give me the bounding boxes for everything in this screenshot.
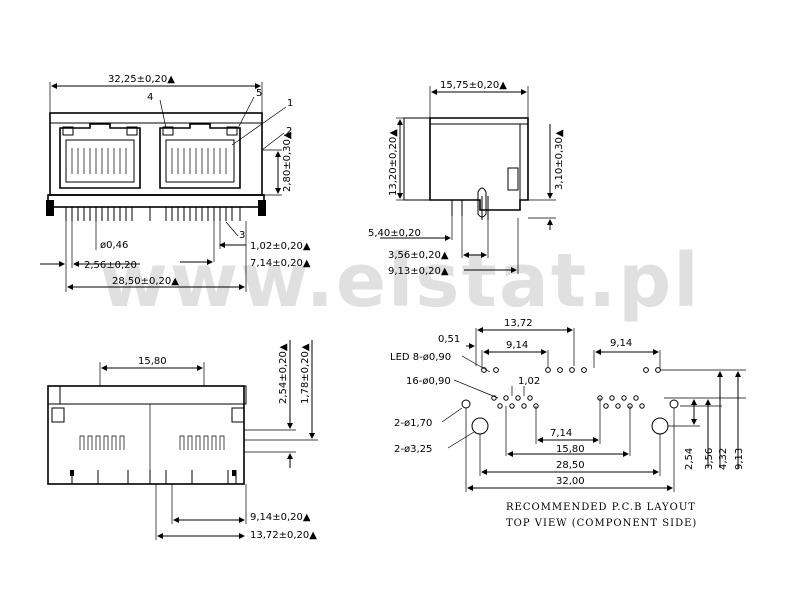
pcb-note-line2: TOP VIEW (COMPONENT SIDE) — [506, 518, 698, 529]
pcb-note-line1: RECOMMENDED P.C.B LAYOUT — [506, 502, 696, 513]
dim-pcb-pitch: 1,02 — [518, 376, 540, 387]
dim-pcb-top-span: 13,72 — [504, 318, 533, 329]
bottom-view: 15,80 2,54±0,20▲ 1,78±0,20▲ 9,14±0,20▲ 1… — [47, 340, 318, 541]
label-hole-small: 2-ø1,70 — [394, 418, 432, 429]
dim-pcb-pitch-right: 9,14 — [610, 338, 632, 349]
dim-pin-dia: ø0,46 — [100, 240, 128, 251]
dim-side-standoff: 3,10±0,30▲ — [554, 129, 565, 190]
dim-pin-span: 28,50±0,20▲ — [112, 276, 179, 287]
dim-pcb-pitch-left: 9,14 — [506, 340, 528, 351]
dim-front-height-part: 2,80±0,30▲ — [282, 131, 293, 192]
dim-pcb-v254: 2,54 — [684, 448, 695, 470]
dim-side-height: 13,20±0,20▲ — [388, 129, 399, 196]
jack-port-left — [59, 123, 141, 189]
dim-bottom-h-b: 1,78±0,20▲ — [300, 343, 311, 404]
callout-2: 2 — [286, 126, 292, 137]
dim-pcb-mid: 7,14 — [550, 428, 572, 439]
dim-pcb-v913: 9,13 — [734, 448, 745, 470]
front-view: 32,25±0,20▲ 4 5 1 2 3 2,80±0,30▲ ø0,46 1… — [40, 74, 311, 292]
dim-bottom-w-a: 9,14±0,20▲ — [250, 512, 311, 523]
dim-pcb-small: 0,51 — [438, 334, 460, 345]
jack-port-right — [159, 123, 241, 189]
pcb-layout: 13,72 0,51 9,14 9,14 LED 8-ø0,90 16-ø0,9… — [390, 318, 746, 492]
label-pin-holes: 16-ø0,90 — [406, 376, 451, 387]
dim-side-pin-a: 5,40±0,20 — [368, 228, 421, 239]
dim-pin-pitch: 2,56±0,20 — [84, 260, 137, 271]
label-hole-large: 2-ø3,25 — [394, 444, 432, 455]
dim-side-pin-b: 3,56±0,20▲ — [388, 250, 449, 261]
dim-side-pin-c: 9,13±0,20▲ — [388, 266, 449, 277]
dim-front-width: 32,25±0,20▲ — [108, 74, 175, 85]
dim-bottom-w-b: 13,72±0,20▲ — [250, 530, 317, 541]
callout-4: 4 — [147, 92, 153, 103]
dim-bottom-center: 15,80 — [138, 356, 167, 367]
dim-pcb-span-32: 32,00 — [556, 476, 585, 487]
dim-offset-b: 7,14±0,20▲ — [250, 258, 311, 269]
label-led-holes: LED 8-ø0,90 — [390, 352, 451, 363]
dim-pcb-span-158: 15,80 — [556, 444, 585, 455]
dim-side-depth: 15,75±0,20▲ — [440, 80, 507, 91]
dim-bottom-h-a: 2,54±0,20▲ — [278, 343, 289, 404]
dim-pcb-span-285: 28,50 — [556, 460, 585, 471]
dim-offset-a: 1,02±0,20▲ — [250, 241, 311, 252]
side-view: 15,75±0,20▲ 13,20±0,20▲ 3,10±0,30▲ 5,40±… — [368, 80, 565, 277]
dim-pcb-v356: 3,56 — [704, 448, 715, 470]
callout-5: 5 — [256, 88, 262, 99]
callout-3: 3 — [239, 230, 245, 241]
dim-pcb-v432: 4,32 — [718, 448, 729, 470]
callout-1: 1 — [287, 98, 293, 109]
